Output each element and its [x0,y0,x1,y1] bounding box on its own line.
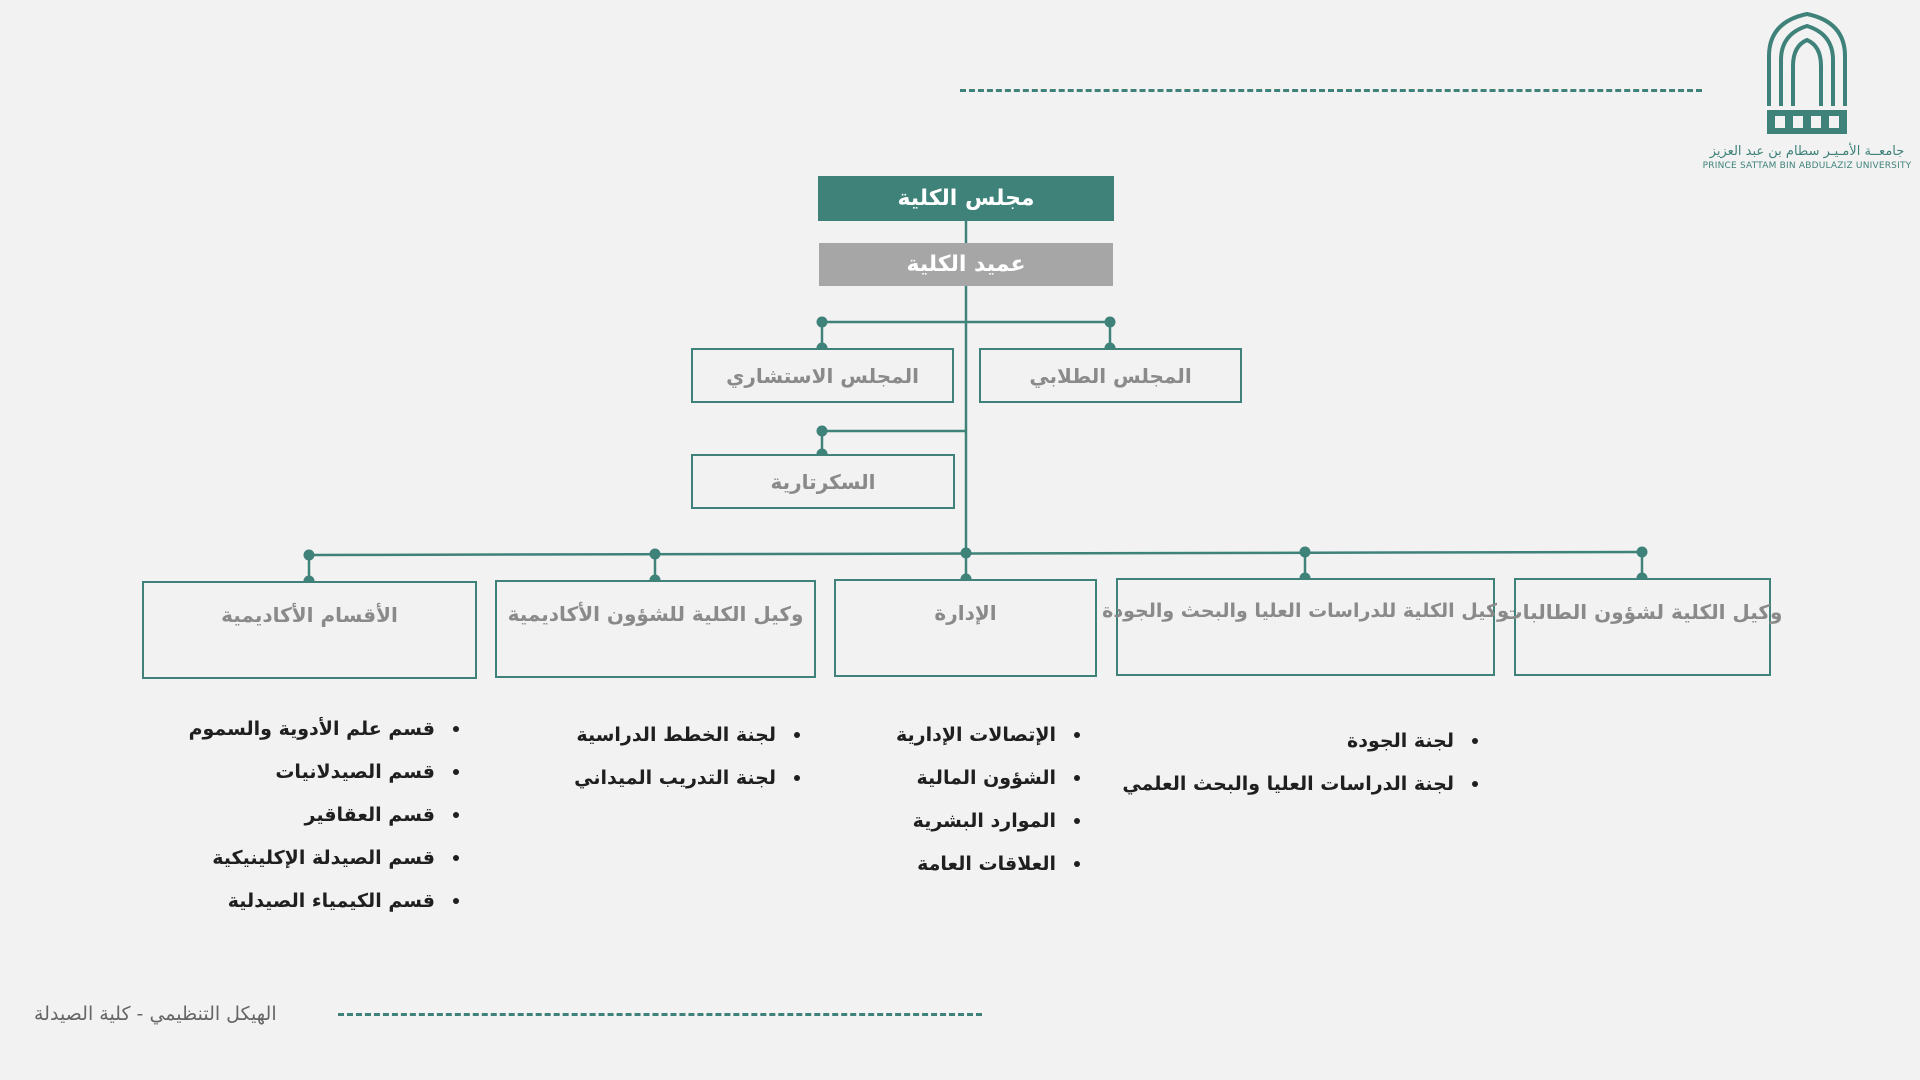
administration-box: الإدارة [834,579,1097,677]
list-item: لجنة الجودة [1122,728,1480,771]
list-item: العلاقات العامة [896,851,1082,894]
footer-title: الهيكل التنظيمي - كلية الصيدلة [34,1003,277,1025]
vice-dean-female-affairs-box: وكيل الكلية لشؤون الطالبات [1503,578,1782,676]
vice-dean-academic-affairs-box: وكيل الكلية للشؤون الأكاديمية [495,580,816,678]
vice-dean-graduate-research-quality-box: وكيل الكلية للدراسات العليا والبحث والجو… [1102,578,1509,676]
list-item: لجنة التدريب الميداني [574,765,802,808]
administration-units-list: الإتصالات الإدارية الشؤون المالية الموار… [896,722,1082,894]
logo-arabic-name: جامعــة الأمـيـر سطام بن عبد العزيز [1709,144,1905,159]
list-item: قسم الصيدلانيات [189,759,461,802]
advisory-council-box: المجلس الاستشاري [691,348,954,403]
list-item: قسم الكيمياء الصيدلية [189,888,461,931]
arch-logo-icon [1767,11,1847,134]
college-council-box: مجلس الكلية [818,176,1114,221]
list-item: قسم علم الأدوية والسموم [189,716,461,759]
secretariat-box: السكرتارية [691,454,955,509]
list-item: لجنة الدراسات العليا والبحث العلمي [1122,771,1480,814]
list-item: لجنة الخطط الدراسية [574,722,802,765]
list-item: قسم العقاقير [189,802,461,845]
academic-departments-list: قسم علم الأدوية والسموم قسم الصيدلانيات … [189,716,461,931]
dean-box: عميد الكلية [819,243,1113,286]
bottom-dashed-divider [338,1013,982,1016]
student-council-box: المجلس الطلابي [979,348,1242,403]
academic-committees-list: لجنة الخطط الدراسية لجنة التدريب الميدان… [574,722,802,808]
logo-english-name: PRINCE SATTAM BIN ABDULAZIZ UNIVERSITY [1702,161,1912,171]
list-item: الموارد البشرية [896,808,1082,851]
list-item: الشؤون المالية [896,765,1082,808]
list-item: قسم الصيدلة الإكلينيكية [189,845,461,888]
list-item: الإتصالات الإدارية [896,722,1082,765]
top-dashed-divider [960,89,1702,92]
graduate-committees-list: لجنة الجودة لجنة الدراسات العليا والبحث … [1122,728,1480,814]
university-logo: جامعــة الأمـيـر سطام بن عبد العزيز PRIN… [1702,10,1912,171]
academic-departments-box: الأقسام الأكاديمية [142,581,477,679]
